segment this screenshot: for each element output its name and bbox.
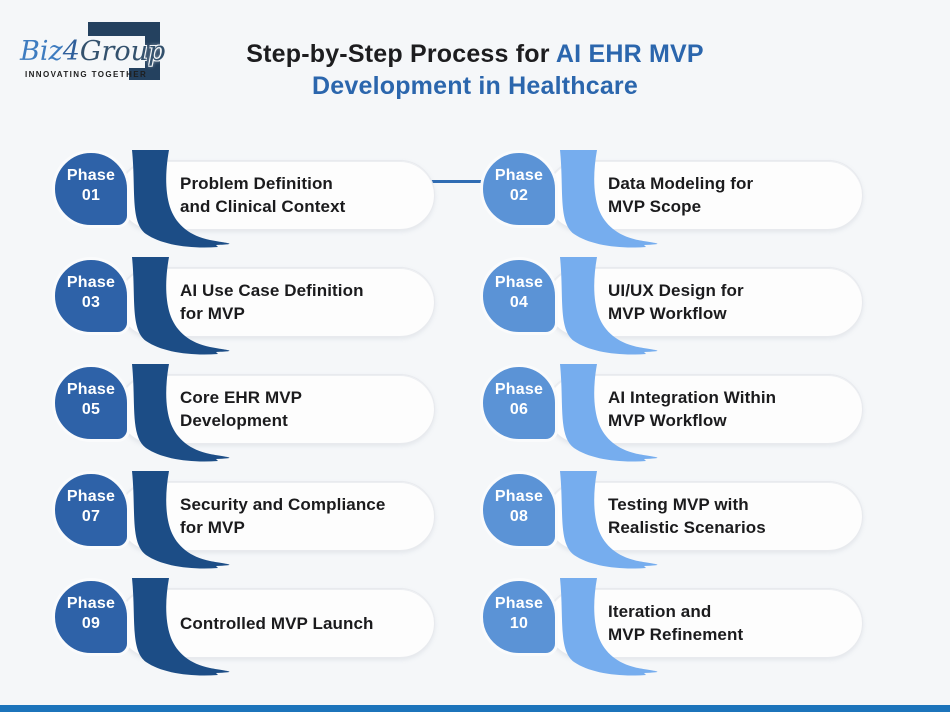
phase-label: Phase — [494, 488, 544, 505]
phase-label: Phase — [494, 381, 544, 398]
phase-bubble: Phase 04 — [480, 257, 558, 335]
phase-item-09: Phase 09 Controlled MVP Launch — [50, 578, 435, 678]
logo-part-group: Group — [79, 36, 166, 67]
phase-number: 08 — [509, 508, 529, 525]
phase-title-line2: for MVP — [180, 304, 245, 323]
phase-title-line2: Development — [180, 411, 288, 430]
ribbon-swoosh-icon — [560, 578, 658, 676]
phase-bubble: Phase 08 — [480, 471, 558, 549]
phase-title-line1: Data Modeling for — [608, 174, 754, 193]
title-prefix: Step-by-Step Process for — [246, 40, 550, 68]
phase-item-03: Phase 03 AI Use Case Definition for MVP — [50, 257, 435, 357]
logo-part-4: 4 — [62, 36, 80, 67]
phase-number: 03 — [81, 294, 101, 311]
ribbon-swoosh-icon — [132, 364, 230, 462]
phase-title: Core EHR MVP Development — [180, 374, 421, 444]
phase-title: Security and Compliance for MVP — [180, 481, 421, 551]
phase-label: Phase — [66, 595, 116, 612]
logo-tagline: INNOVATING TOGETHER — [25, 70, 148, 79]
phase-bubble: Phase 10 — [480, 578, 558, 656]
phase-title: Controlled MVP Launch — [180, 588, 421, 658]
phase-title-line2: for MVP — [180, 518, 245, 537]
phase-number: 01 — [81, 187, 101, 204]
phase-number: 04 — [509, 294, 529, 311]
phase-number: 06 — [509, 401, 529, 418]
phase-title-line1: AI Use Case Definition — [180, 281, 364, 300]
phase-number: 09 — [81, 615, 101, 632]
phase-title-line2: MVP Scope — [608, 197, 702, 216]
phase-title-line1: Testing MVP with — [608, 495, 749, 514]
ribbon-swoosh-icon — [132, 150, 230, 248]
title-line2: Development in Healthcare — [312, 72, 638, 100]
title-highlight: AI EHR MVP — [555, 40, 704, 68]
phase-title-line2: MVP Workflow — [608, 304, 727, 323]
phase-label: Phase — [66, 488, 116, 505]
phase-title-line1: Iteration and — [608, 602, 712, 621]
phase-title-line1: Security and Compliance — [180, 495, 386, 514]
page-header: Step-by-Step Process for AI EHR MVP Deve… — [0, 38, 950, 183]
phase-title-line2: MVP Refinement — [608, 625, 744, 644]
phase-bubble: Phase 06 — [480, 364, 558, 442]
ribbon-swoosh-icon — [132, 471, 230, 569]
phase-bubble: Phase 05 — [52, 364, 130, 442]
ribbon-swoosh-icon — [132, 257, 230, 355]
phase-bubble: Phase 03 — [52, 257, 130, 335]
phase-title-line1: Controlled MVP Launch — [180, 613, 374, 633]
phase-item-01: Phase 01 Problem Definition and Clinical C… — [50, 150, 435, 250]
phase-bubble: Phase 07 — [52, 471, 130, 549]
phase-title-line2: and Clinical Context — [180, 197, 346, 216]
title-underline-divider — [420, 180, 530, 183]
phase-label: Phase — [66, 167, 116, 184]
phase-title-line1: Core EHR MVP — [180, 388, 303, 407]
brand-logo: Biz4Group INNOVATING TOGETHER — [20, 18, 180, 84]
phase-number: 07 — [81, 508, 101, 525]
phase-title-line1: AI Integration Within — [608, 388, 777, 407]
phase-bubble: Phase 02 — [480, 150, 558, 228]
footer-accent-bar — [0, 705, 950, 712]
page-title: Step-by-Step Process for AI EHR MVP Deve… — [0, 38, 950, 102]
phase-label: Phase — [66, 381, 116, 398]
phase-item-07: Phase 07 Security and Compliance for MVP — [50, 471, 435, 571]
phase-number: 05 — [81, 401, 101, 418]
ribbon-swoosh-icon — [560, 257, 658, 355]
phase-label: Phase — [494, 274, 544, 291]
phase-item-05: Phase 05 Core EHR MVP Development — [50, 364, 435, 464]
logo-bracket-icon — [88, 22, 160, 80]
logo-wordmark: Biz4Group — [20, 38, 165, 66]
phase-number: 10 — [509, 615, 529, 632]
phase-bubble: Phase 01 — [52, 150, 130, 228]
ribbon-swoosh-icon — [560, 364, 658, 462]
phase-number: 02 — [509, 187, 529, 204]
phase-label: Phase — [494, 167, 544, 184]
logo-part-biz: Biz — [20, 36, 63, 67]
phase-title: Problem Definition and Clinical Context — [180, 160, 421, 230]
phase-label: Phase — [66, 274, 116, 291]
ribbon-swoosh-icon — [560, 471, 658, 569]
phase-title-line1: Problem Definition — [180, 174, 333, 193]
phase-label: Phase — [494, 595, 544, 612]
phase-title-line2: MVP Workflow — [608, 411, 727, 430]
phase-bubble: Phase 09 — [52, 578, 130, 656]
phase-title: AI Use Case Definition for MVP — [180, 267, 421, 337]
phase-title-line1: UI/UX Design for — [608, 281, 744, 300]
ribbon-swoosh-icon — [132, 578, 230, 676]
phase-title-line2: Realistic Scenarios — [608, 518, 766, 537]
ribbon-swoosh-icon — [560, 150, 658, 248]
